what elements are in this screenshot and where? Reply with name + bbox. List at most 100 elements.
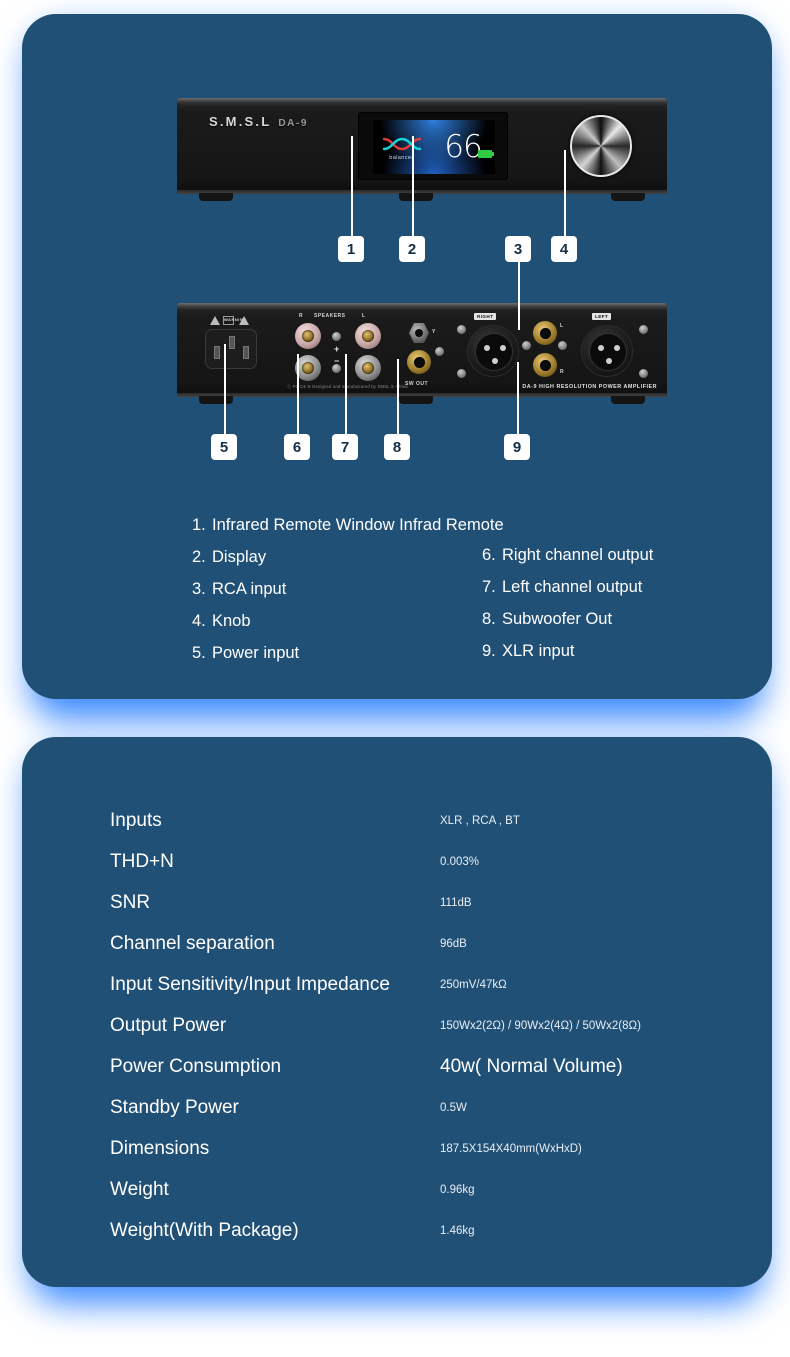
spec-row: Weight 0.96kg bbox=[110, 1169, 730, 1210]
legend-item-number: 8. bbox=[482, 610, 496, 628]
display-mode-area: balanced bbox=[373, 134, 431, 161]
leader-line-6 bbox=[297, 354, 299, 434]
legend-item-label: Knob bbox=[212, 612, 251, 630]
spec-label: Dimensions bbox=[110, 1137, 210, 1159]
legend-item-label: Infrared Remote Window Infrad Remote bbox=[212, 516, 504, 534]
callout-4[interactable]: 4 bbox=[551, 236, 577, 262]
volume-value: 66 bbox=[444, 128, 482, 165]
panel-screw bbox=[332, 364, 341, 373]
chassis-bottom-lip bbox=[177, 393, 667, 397]
spec-row: Channel separation 96dB bbox=[110, 923, 730, 964]
spec-row: Weight(With Package) 1.46kg bbox=[110, 1210, 730, 1251]
legend-item: 7.Left channel output bbox=[482, 571, 712, 603]
volume-knob-dial[interactable] bbox=[570, 115, 632, 177]
xlr-input-right bbox=[467, 325, 519, 377]
spec-row: Input Sensitivity/Input Impedance 250mV/… bbox=[110, 964, 730, 1005]
product-diagram-panel: S.M.S.L DA-9 balanced 66 bbox=[22, 14, 772, 699]
volume-knob[interactable] bbox=[570, 115, 632, 177]
leader-line-8 bbox=[397, 359, 399, 434]
rca-input-right bbox=[533, 353, 557, 377]
legend-item: 4.Knob bbox=[192, 605, 482, 637]
legend-item: 8.Subwoofer Out bbox=[482, 603, 712, 635]
xlr-input-left bbox=[581, 325, 633, 377]
balanced-label: balanced bbox=[389, 154, 415, 161]
spec-label: Input Sensitivity/Input Impedance bbox=[110, 973, 390, 995]
chassis-foot bbox=[611, 396, 645, 404]
spec-value: XLR , RCA , BT bbox=[440, 814, 520, 827]
spec-value: 96dB bbox=[440, 937, 467, 950]
legend-item-number: 6. bbox=[482, 546, 496, 564]
polarity-plus-label: + bbox=[334, 344, 340, 354]
legend-item: 9. XLR input bbox=[482, 635, 712, 667]
balanced-waveform-icon bbox=[382, 137, 422, 150]
spec-row: Power Consumption 40w( Normal Volume) bbox=[110, 1046, 730, 1087]
legend-item: 5.Power input bbox=[192, 637, 482, 669]
spec-label: Channel separation bbox=[110, 932, 275, 954]
spec-row: THD+N 0.003% bbox=[110, 841, 730, 882]
panel-screw bbox=[558, 341, 567, 350]
spec-value: 40w( Normal Volume) bbox=[440, 1055, 623, 1077]
spec-value: 0.5W bbox=[440, 1101, 467, 1114]
legend-item-number: 3. bbox=[192, 580, 206, 598]
spec-row: Standby Power 0.5W bbox=[110, 1087, 730, 1128]
spec-label: Weight(With Package) bbox=[110, 1219, 299, 1241]
warning-label-box bbox=[223, 316, 234, 325]
rear-model-strip: DA-9 HIGH RESOLUTION POWER AMPLIFIER bbox=[522, 384, 657, 390]
spec-label: Standby Power bbox=[110, 1096, 239, 1118]
brand-name: S.M.S.L bbox=[209, 114, 272, 129]
chassis-bottom-lip bbox=[177, 190, 667, 194]
specifications-panel bbox=[22, 737, 772, 1287]
callout-7[interactable]: 7 bbox=[332, 434, 358, 460]
callout-2[interactable]: 2 bbox=[399, 236, 425, 262]
spec-value: 111dB bbox=[440, 896, 472, 909]
antenna-label: Y bbox=[432, 329, 436, 335]
spec-label: Inputs bbox=[110, 809, 162, 831]
callout-9[interactable]: 9 bbox=[504, 434, 530, 460]
callout-8[interactable]: 8 bbox=[384, 434, 410, 460]
panel-screw bbox=[639, 369, 648, 378]
volume-area: 66 bbox=[431, 128, 495, 165]
model-name: DA-9 bbox=[278, 118, 309, 129]
legend-item-number: 9. bbox=[482, 642, 496, 660]
battery-indicator-icon bbox=[478, 149, 494, 158]
callout-3[interactable]: 3 bbox=[505, 236, 531, 262]
speaker-post-r-negative bbox=[295, 355, 321, 381]
spec-row: Inputs XLR , RCA , BT bbox=[110, 800, 730, 841]
panel-screw bbox=[457, 369, 466, 378]
chassis-foot bbox=[199, 396, 233, 404]
xlr-right-tag: RIGHT bbox=[474, 313, 497, 320]
legend-item: 6.Right channel output bbox=[482, 539, 712, 571]
callout-1[interactable]: 1 bbox=[338, 236, 364, 262]
speaker-l-label: L bbox=[362, 313, 366, 319]
legend-column-left: 1.Infrared Remote Window Infrad Remote 2… bbox=[192, 509, 504, 669]
chassis-top-lip bbox=[177, 303, 667, 310]
legend-item: 1.Infrared Remote Window Infrad Remote bbox=[192, 509, 504, 541]
speakers-label: SPEAKERS bbox=[314, 313, 346, 319]
callout-6[interactable]: 6 bbox=[284, 434, 310, 460]
rca-l-label: L bbox=[560, 323, 564, 329]
amplifier-rear-view: WARNING R SPEAKERS L + − Y SW OUT RIGHT bbox=[177, 303, 667, 404]
leader-line-1 bbox=[351, 136, 353, 236]
legend-column-right: 6.Right channel output 7.Left channel ou… bbox=[482, 539, 712, 667]
panel-screw bbox=[522, 341, 531, 350]
rca-input-left bbox=[533, 321, 557, 345]
spec-row: Output Power 150Wx2(2Ω) / 90Wx2(4Ω) / 50… bbox=[110, 1005, 730, 1046]
legend-item-label: Left channel output bbox=[502, 578, 643, 596]
certification-text: ⓒ FC C€ ✇ Designed and manufactured by S… bbox=[287, 384, 408, 389]
spec-label: Weight bbox=[110, 1178, 169, 1200]
legend-item: 2.Display bbox=[192, 541, 482, 573]
legend-item-label: XLR input bbox=[502, 642, 575, 660]
chassis-top-lip bbox=[177, 98, 667, 105]
callout-5[interactable]: 5 bbox=[211, 434, 237, 460]
leader-line-7 bbox=[345, 354, 347, 434]
spec-value: 0.003% bbox=[440, 855, 480, 868]
specifications-table: Inputs XLR , RCA , BT THD+N 0.003% SNR 1… bbox=[110, 800, 730, 1251]
leader-line-4 bbox=[564, 150, 566, 236]
spec-row: SNR 111dB bbox=[110, 882, 730, 923]
warning-text: WARNING bbox=[224, 317, 247, 322]
chassis-foot bbox=[611, 193, 645, 201]
spec-label: SNR bbox=[110, 891, 151, 913]
panel-screw bbox=[457, 325, 466, 334]
speaker-post-l-negative bbox=[355, 355, 381, 381]
panel-screw bbox=[332, 332, 341, 341]
